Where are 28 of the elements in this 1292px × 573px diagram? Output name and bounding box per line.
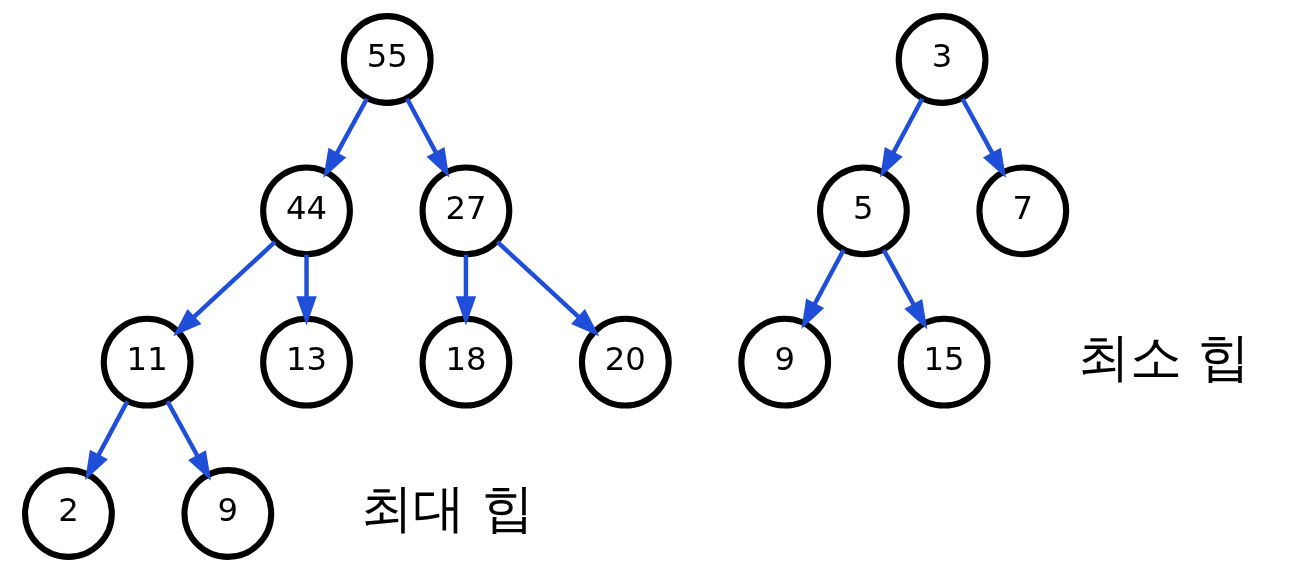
node-circle: 3 xyxy=(895,13,988,106)
arrow xyxy=(84,400,129,481)
node-circle: 15 xyxy=(897,315,990,409)
label: 최소 힙 xyxy=(1077,325,1250,387)
arrow xyxy=(879,97,924,178)
arrow xyxy=(165,400,211,481)
node-circle: 2 xyxy=(21,467,115,560)
arrow xyxy=(495,240,599,337)
node-circle: 11 xyxy=(100,315,194,409)
node-circle: 20 xyxy=(578,315,672,409)
node-circle: 55 xyxy=(340,13,434,106)
node-circle: 27 xyxy=(419,164,512,258)
arrow xyxy=(455,254,476,326)
arrow xyxy=(800,248,845,329)
arrow xyxy=(322,97,369,179)
arrow xyxy=(881,248,927,330)
label: 최대 힙 xyxy=(360,477,534,539)
node-circle: 13 xyxy=(259,315,353,409)
arrow xyxy=(960,97,1006,179)
node-circle: 44 xyxy=(259,164,353,258)
arrow xyxy=(404,97,449,178)
node-circle: 5 xyxy=(816,164,910,258)
node-circle: 9 xyxy=(180,467,274,560)
arrow xyxy=(295,254,317,326)
node-circle: 9 xyxy=(737,315,831,409)
arrow xyxy=(172,240,277,337)
node-circle: 18 xyxy=(419,315,512,409)
node-circle: 7 xyxy=(975,164,1069,258)
